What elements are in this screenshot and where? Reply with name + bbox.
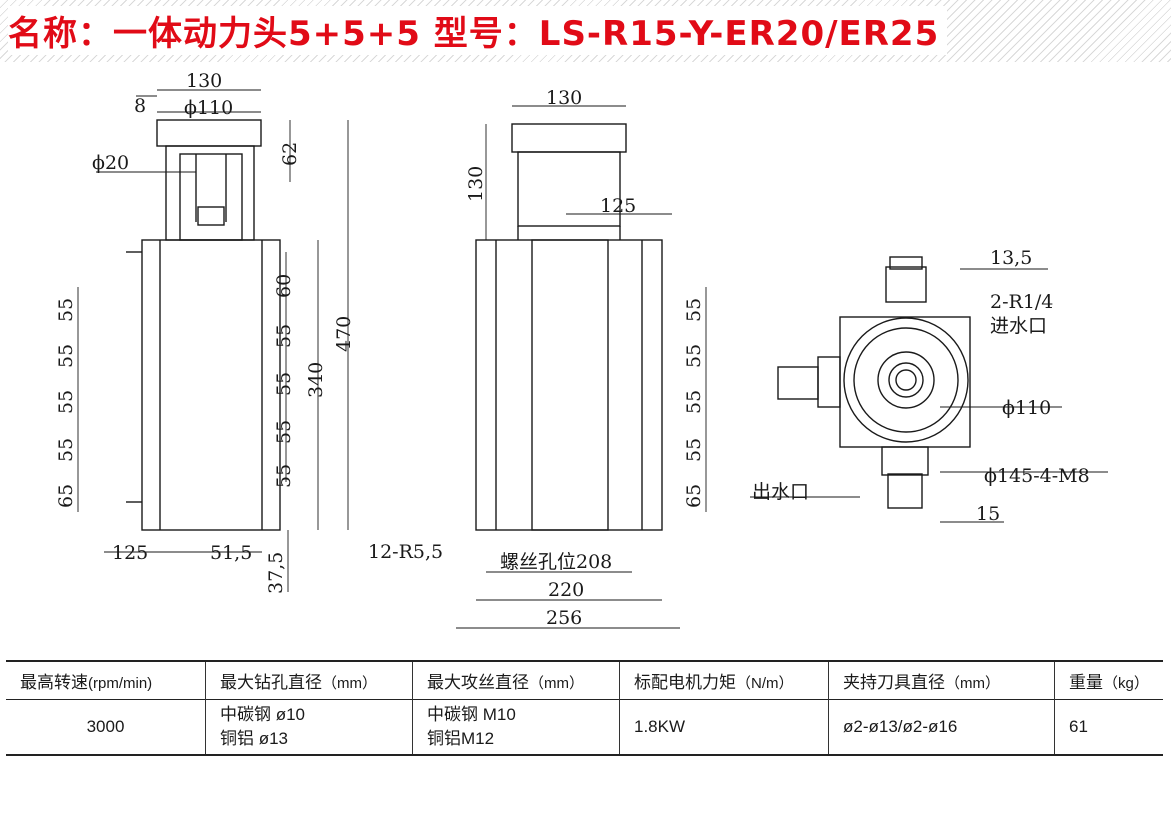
dim-front-55-l2: 55 <box>55 344 77 368</box>
dim-side-55-1: 55 <box>683 298 705 322</box>
dim-side-130-top: 130 <box>546 87 582 109</box>
front-view <box>126 119 281 531</box>
dim-side-screw-pitch: 螺丝孔位208 <box>500 551 612 573</box>
dim-front-d110: ϕ110 <box>184 97 233 119</box>
dim-side-12-r5-5: 12-R5,5 <box>368 541 443 563</box>
dim-side-256: 256 <box>546 607 582 629</box>
header-max-tap-diameter: 最大攻丝直径（mm） <box>412 661 620 699</box>
dim-front-55-r4: 55 <box>273 464 295 488</box>
dim-front-55-l4: 55 <box>55 438 77 462</box>
table-header-row: 最高转速(rpm/min) 最大钻孔直径（mm） 最大攻丝直径（mm） 标配电机… <box>6 661 1163 699</box>
dim-side-55-4: 55 <box>683 438 705 462</box>
dim-side-125: 125 <box>600 195 636 217</box>
dim-front-55-r1: 55 <box>273 324 295 348</box>
header-clamp-diameter: 夹持刀具直径（mm） <box>828 661 1055 699</box>
dim-top-13-5: 13,5 <box>990 247 1032 269</box>
dim-front-340: 340 <box>305 362 327 398</box>
dim-front-55-l3: 55 <box>55 390 77 414</box>
dim-side-55-2: 55 <box>683 344 705 368</box>
technical-drawing: 130 8 ϕ110 ϕ20 62 470 340 60 55 55 55 55… <box>0 62 1171 652</box>
dim-side-130-vertical: 130 <box>465 166 487 202</box>
dim-top-d145-4-m8: ϕ145-4-M8 <box>984 465 1090 487</box>
dim-front-d20: ϕ20 <box>92 152 129 174</box>
dim-front-55-l1: 55 <box>55 298 77 322</box>
product-title: 名称：一体动力头5+5+5 型号：LS-R15-Y-ER20/ER25 <box>8 6 948 55</box>
spec-table: 最高转速(rpm/min) 最大钻孔直径（mm） 最大攻丝直径（mm） 标配电机… <box>6 660 1163 756</box>
dim-front-62: 62 <box>279 142 301 166</box>
dim-front-55-r2: 55 <box>273 372 295 396</box>
header-max-drill-diameter: 最大钻孔直径（mm） <box>205 661 413 699</box>
dim-front-65: 65 <box>55 484 77 508</box>
dim-front-130: 130 <box>186 70 222 92</box>
title-banner: 名称：一体动力头5+5+5 型号：LS-R15-Y-ER20/ER25 <box>0 0 1171 62</box>
cell-clamp: ø2-ø13/ø2-ø16 <box>828 699 1055 755</box>
header-max-speed: 最高转速(rpm/min) <box>6 661 206 699</box>
dim-front-37-5: 37,5 <box>265 552 287 594</box>
dim-top-15: 15 <box>976 503 1000 525</box>
dim-side-220: 220 <box>548 579 584 601</box>
dim-front-125: 125 <box>112 542 148 564</box>
top-view <box>777 256 971 509</box>
water-inlet-label: 进水口 <box>990 315 1047 337</box>
water-outlet-label: 出水口 <box>752 481 809 503</box>
cell-speed: 3000 <box>6 699 206 755</box>
dim-front-51-5: 51,5 <box>210 542 252 564</box>
dim-top-d110: ϕ110 <box>1002 397 1051 419</box>
dim-front-8: 8 <box>134 95 146 117</box>
header-weight: 重量（kg） <box>1069 672 1149 692</box>
dim-side-55-3: 55 <box>683 390 705 414</box>
cell-torque: 1.8KW <box>619 699 829 755</box>
header-motor-torque: 标配电机力矩（N/m） <box>619 661 829 699</box>
dim-front-55-r3: 55 <box>273 420 295 444</box>
dim-top-2-r1-4: 2-R1/4 <box>990 291 1053 313</box>
side-view <box>475 123 663 531</box>
cell-weight: 61 <box>1069 716 1088 736</box>
dim-side-65: 65 <box>683 484 705 508</box>
dim-front-470: 470 <box>333 316 355 352</box>
dim-front-60: 60 <box>273 274 295 298</box>
